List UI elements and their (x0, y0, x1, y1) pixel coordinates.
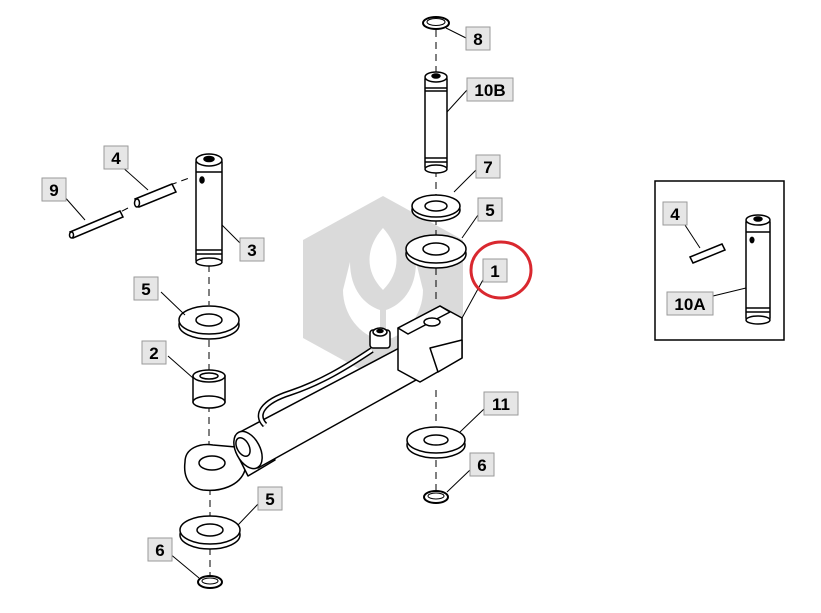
leader-lines (62, 27, 485, 579)
callout-7: 7 (475, 154, 501, 179)
callout-10b: 10B (466, 77, 514, 102)
callout-10b-label: 10B (474, 81, 505, 100)
pin-3 (195, 153, 223, 267)
highlight-circle (469, 240, 533, 300)
callout-7-label: 7 (483, 158, 492, 177)
washer-11 (406, 426, 466, 459)
washer-7 (411, 194, 461, 222)
callout-5-left-upper: 5 (133, 276, 159, 301)
callout-4-inset-label: 4 (670, 205, 680, 224)
callout-5-right: 5 (477, 197, 503, 222)
callout-4-inset: 4 (662, 201, 688, 226)
snap-ring-6-left (197, 575, 223, 589)
callout-6-right-label: 6 (477, 456, 486, 475)
pin-10b (424, 71, 448, 174)
bushing-2 (192, 369, 226, 409)
callout-5-right-label: 5 (485, 201, 494, 220)
washer-5-right (405, 234, 467, 269)
callout-9-label: 9 (49, 181, 58, 200)
roll-pin-9 (68, 210, 125, 239)
callout-2-label: 2 (149, 344, 158, 363)
callout-8: 8 (465, 26, 491, 51)
inset-panel: 4 10A (654, 180, 785, 341)
callout-2: 2 (141, 340, 167, 365)
callout-10a: 10A (666, 291, 714, 316)
roll-pin-4 (133, 183, 178, 208)
callout-3-label: 3 (247, 241, 256, 260)
snap-ring-8 (422, 16, 450, 30)
inset-roll-pin-4 (688, 243, 727, 264)
callout-4-left: 4 (103, 145, 129, 170)
callout-4-left-label: 4 (111, 149, 121, 168)
callout-9: 9 (41, 177, 67, 202)
washer-5-left-upper (178, 305, 240, 340)
callout-10a-label: 10A (674, 295, 705, 314)
callout-11: 11 (483, 391, 519, 416)
snap-ring-6-right (423, 490, 449, 504)
callout-8-label: 8 (473, 30, 482, 49)
callout-11-label: 11 (492, 395, 510, 414)
washer-5-left-lower (179, 515, 241, 550)
callout-1: 1 (482, 258, 508, 283)
callout-5-left-upper-label: 5 (141, 280, 150, 299)
callout-6-right: 6 (469, 452, 495, 477)
assembly-lines (89, 30, 437, 575)
callout-5-left-lower-label: 5 (265, 490, 274, 509)
hydraulic-cylinder-1 (183, 305, 463, 492)
callout-6-left-label: 6 (155, 541, 164, 560)
callout-1-label: 1 (490, 262, 499, 281)
inset-pin-10a (745, 214, 771, 325)
callout-5-left-lower: 5 (257, 486, 283, 511)
callout-6-left: 6 (147, 537, 173, 562)
callout-3: 3 (239, 237, 265, 262)
